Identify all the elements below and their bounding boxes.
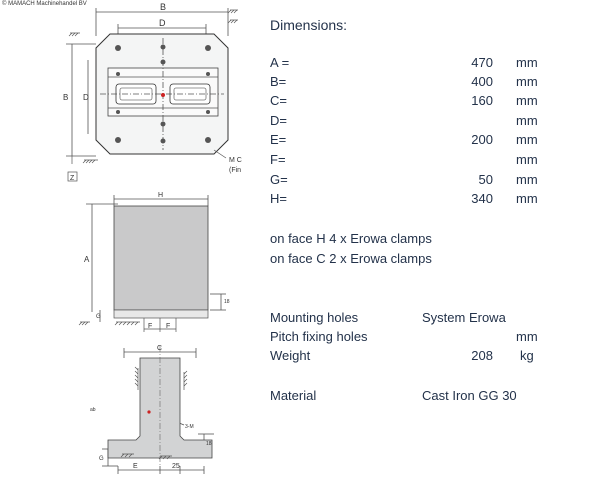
dimension-value: 400 xyxy=(471,74,493,89)
dim-label-g-side: G xyxy=(99,456,104,462)
dimension-unit: mm xyxy=(516,113,538,128)
thread-note: (Fin xyxy=(229,167,241,174)
dim-label-f-2: F xyxy=(166,323,170,330)
dim-label-18: 18 xyxy=(224,299,230,305)
dimension-unit: mm xyxy=(516,74,538,89)
dimension-label: C= xyxy=(270,93,287,108)
dim-label-e: E xyxy=(133,463,138,470)
dim-label-c: C xyxy=(157,345,162,352)
dimension-value: 160 xyxy=(471,93,493,108)
weight-label: Weight xyxy=(270,348,311,363)
dimension-label: G= xyxy=(270,172,288,187)
dimension-label: H= xyxy=(270,191,287,206)
datum-z-label: Z xyxy=(70,175,75,182)
dimension-label: D= xyxy=(270,113,287,128)
dimension-label: A = xyxy=(270,55,290,70)
weight-value: 208 xyxy=(471,348,493,363)
dim-label-g: G xyxy=(96,314,101,320)
dimension-unit: mm xyxy=(516,55,538,70)
dimensions-heading: Dimensions: xyxy=(270,17,348,33)
dimension-unit: mm xyxy=(516,152,538,167)
mounting-holes-value: System Erowa xyxy=(422,310,506,325)
dim-label-b-vertical: B xyxy=(63,93,68,102)
dim-label-h: H xyxy=(158,192,163,199)
mounting-holes-label: Mounting holes xyxy=(270,310,359,325)
dimension-value: 200 xyxy=(471,132,493,147)
pitch-fixing-holes-label: Pitch fixing holes xyxy=(270,329,368,344)
dim-label-a: A xyxy=(84,255,90,264)
dimension-label: F= xyxy=(270,152,286,167)
dim-label-d-vertical: D xyxy=(83,93,89,102)
dimension-unit: mm xyxy=(516,172,538,187)
dimension-unit: mm xyxy=(516,93,538,108)
pitch-fixing-holes-unit: mm xyxy=(516,329,538,344)
watermark: © MAMACH Machinehandel BV xyxy=(2,1,87,7)
dim-label-d: D xyxy=(159,18,166,28)
dim-label-f-1: F xyxy=(148,323,152,330)
clamps-face-h: on face H 4 x Erowa clamps xyxy=(270,231,432,246)
material-label: Material xyxy=(270,388,317,403)
dimension-value: 50 xyxy=(478,172,493,187)
dimension-value: 340 xyxy=(471,191,493,206)
dim-label-25: 25 xyxy=(172,463,180,470)
dim-label-18-side: 18 xyxy=(206,441,212,447)
material-value: Cast Iron GG 30 xyxy=(422,388,517,403)
thread-label: M C xyxy=(229,157,242,164)
dimension-value: 470 xyxy=(471,55,493,70)
dimension-label: E= xyxy=(270,132,287,147)
side-note-label: ab xyxy=(90,407,96,413)
technical-drawing: B D B D Z M C (Fin H A G F F 18 C E 25 3… xyxy=(63,2,242,474)
dim-label-b: B xyxy=(160,2,166,12)
dimension-unit: mm xyxy=(516,191,538,206)
clamps-face-c: on face C 2 x Erowa clamps xyxy=(270,251,432,266)
thread-label-3m: 3-M xyxy=(185,424,194,430)
dimension-label: B= xyxy=(270,74,287,89)
dimension-unit: mm xyxy=(516,132,538,147)
weight-unit: kg xyxy=(520,348,534,363)
